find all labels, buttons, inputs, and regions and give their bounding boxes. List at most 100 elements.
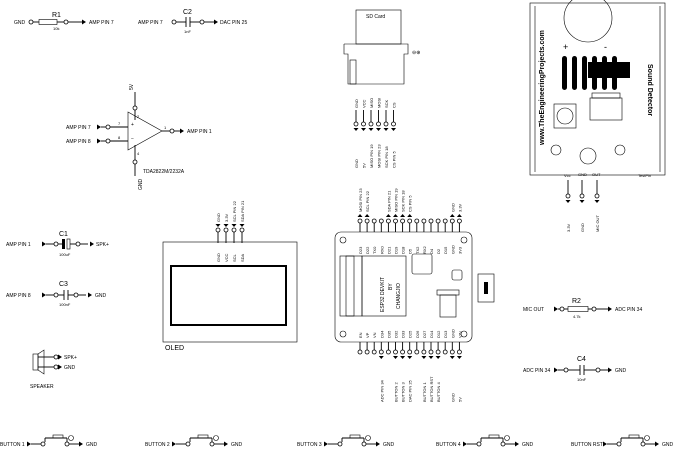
c1-value: 100uF (59, 252, 71, 257)
sound-pin-net: 3.3V (566, 223, 571, 232)
sd-title: SD Card (366, 14, 385, 20)
capacitor-c1: AMP PIN 1 C1 100uF SPK+ (6, 231, 109, 257)
button-gnd: GND (231, 442, 243, 448)
esp32-top-pin-label: TX0 (372, 246, 377, 254)
speaker-label: SPEAKER (30, 384, 54, 390)
sd-pin (368, 121, 374, 127)
svg-text:1: 1 (164, 125, 167, 130)
button-gnd: GND (86, 442, 98, 448)
oled-pin-net: SDA PIN 21 (240, 200, 245, 222)
c4-right-net: GND (615, 368, 627, 374)
amplifier-tda2822: 5V + − AMP PIN 7 7 AMP PIN 8 8 1 AMP PIN… (66, 83, 212, 190)
esp32-top-net: MISO PIN 19 (394, 188, 399, 212)
esp32-top-pin (378, 218, 384, 224)
esp32-bottom-pin (378, 349, 384, 355)
esp32-top-pin (385, 218, 391, 224)
svg-text:2: 2 (137, 114, 140, 119)
esp32-bottom-pin (393, 349, 398, 355)
esp32-top-pin (456, 218, 462, 224)
esp32-top-net: SDA PIN 21 (386, 190, 391, 212)
sound-pin (594, 193, 600, 199)
esp32-usb (439, 294, 457, 318)
sound-slot (572, 56, 577, 90)
esp32-bottom-pin (407, 349, 413, 355)
speaker-icon (32, 353, 39, 371)
esp32-bottom-pin-label: D12 (436, 330, 441, 338)
esp32-maker: CHANGJIO (396, 283, 402, 309)
esp32-bottom-net: BUTTON 3 (401, 382, 406, 402)
sound-slot (562, 56, 567, 90)
capacitor-c3: AMP PIN 8 C3 100nF GND (6, 281, 107, 307)
esp32-bottom-pin-label: D13 (443, 330, 448, 338)
esp32-bottom-pin-label: D14 (429, 330, 434, 338)
esp32-bottom-pin-label: D33 (401, 330, 406, 338)
esp32-top-net: CS PIN 5 (408, 195, 413, 212)
amp-part: TDA2822M/2232A (143, 169, 185, 175)
sd-pin-net: CS PIN 5 (392, 151, 397, 168)
sound-pin-net: MIC OUT (595, 215, 600, 232)
button-label: BUTTON 4 (436, 442, 461, 448)
sound-detector-board (529, 2, 666, 176)
oled-screen (170, 265, 287, 326)
esp32-top-pin-label: TX2 (415, 246, 420, 254)
speaker: SPK+ GND SPEAKER (30, 349, 77, 390)
esp32-top-pin-label: D18 (401, 246, 406, 254)
sound-site: www.TheEngineeringProjects.com (539, 30, 546, 146)
r2-right-net: ADC PIN 34 (615, 307, 642, 313)
esp32-top-pin-label: D19 (394, 246, 399, 254)
oled-pin (223, 227, 229, 233)
esp32-title: ESP32 DEVKIT (380, 277, 386, 312)
c3-ref: C3 (59, 281, 68, 288)
sd-pin (353, 121, 359, 127)
esp32-top-pin (400, 218, 406, 224)
sd-pin-net: GND (354, 159, 359, 168)
sd-mark: ⊖⊕ (412, 50, 420, 56)
button-gnd: GND (522, 442, 534, 448)
oled-pin-label: VCC (224, 253, 229, 262)
esp32-button (477, 273, 495, 303)
svg-text:4: 4 (137, 151, 140, 156)
capacitor-c2: AMP PIN 7 C2 1nF DAC PIN 25 (138, 9, 247, 34)
push-button-icon (52, 434, 64, 439)
button-gnd: GND (662, 442, 674, 448)
amp-gnd: GND (138, 179, 144, 191)
sound-title: Sound Detector (646, 64, 653, 116)
esp32-top-pin (435, 218, 441, 224)
esp32-board (334, 231, 473, 343)
esp32-top-pin-label: GND (450, 245, 455, 254)
amp-pin7-net: AMP PIN 7 (66, 125, 91, 131)
esp32-top-pin-label: D21 (386, 246, 391, 254)
sd-socket (343, 43, 409, 85)
esp32-by: BY (388, 283, 394, 290)
esp32-top-pin (442, 218, 448, 224)
esp32-bottom-pin-label: VIN (457, 331, 462, 338)
r1-right-net: AMP PIN 7 (89, 20, 114, 26)
oled-pin (215, 227, 221, 233)
button-label: BUTTON RST (571, 442, 603, 448)
esp32-top-pin (421, 218, 427, 224)
sd-pin-net: 5V (362, 163, 367, 168)
esp32-bottom-pin (414, 349, 420, 355)
microphone-icon (563, 0, 613, 43)
esp32-bottom-pin-label: VP (365, 332, 370, 338)
sd-pin (361, 121, 366, 127)
esp32-top-pin (364, 218, 370, 224)
speaker-pos: SPK+ (64, 355, 77, 361)
button-gnd: GND (383, 442, 395, 448)
esp32-bottom-net: DAC PIN 25 (408, 379, 413, 402)
r2-left-net: MIC OUT (523, 307, 544, 313)
amp-pin8-net: AMP PIN 8 (66, 139, 91, 145)
svg-text:7: 7 (118, 121, 121, 126)
esp32-bottom-net: ADC PIN 34 (379, 379, 384, 402)
svg-text:+: + (131, 122, 134, 128)
sd-pin-label: MISO (369, 98, 374, 108)
esp32-chip (411, 253, 433, 275)
esp32-top-pin-label: D2 (436, 248, 441, 254)
c3-left-net: AMP PIN 8 (6, 293, 31, 299)
oled-pin-label: SCL (232, 253, 237, 262)
oled-pin (239, 227, 245, 233)
sd-pin-net: MISO PIN 19 (369, 144, 374, 168)
esp32-top-net: SCL PIN 22 (365, 190, 370, 212)
